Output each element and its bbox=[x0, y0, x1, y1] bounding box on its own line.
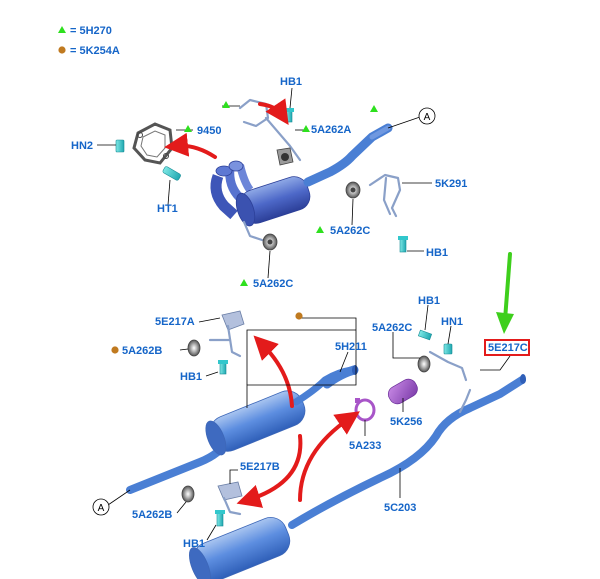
label-9450: 9450 bbox=[197, 125, 221, 137]
label-5c203: 5C203 bbox=[384, 502, 416, 514]
label-hb1-top: HB1 bbox=[280, 76, 302, 88]
red-arrow-to-gasket bbox=[164, 132, 217, 159]
svg-text:A: A bbox=[98, 503, 105, 514]
bracket-5e217b bbox=[217, 481, 243, 516]
label-5a233: 5A233 bbox=[349, 440, 381, 452]
label-5a262b-top: 5A262B bbox=[122, 345, 162, 357]
triangle-marker-9450 bbox=[184, 125, 192, 132]
clamp-5a233 bbox=[354, 398, 376, 422]
bracket-5k291 bbox=[368, 173, 402, 218]
insulator-5a262c-lower bbox=[262, 233, 278, 251]
bolt-hb1-left bbox=[218, 360, 228, 375]
svg-text:A: A bbox=[424, 112, 431, 123]
legend-label-5h270: = 5H270 bbox=[70, 25, 112, 37]
label-5e217b: 5E217B bbox=[240, 461, 280, 473]
triangle-marker-upper-2 bbox=[370, 105, 378, 112]
upper-leader-lines bbox=[97, 87, 432, 279]
label-5h211: 5H211 bbox=[335, 341, 367, 353]
tailpipe-5c203 bbox=[288, 374, 526, 529]
sleeve-5k256 bbox=[387, 378, 418, 405]
green-triangle-marker bbox=[58, 26, 66, 33]
label-ht1: HT1 bbox=[157, 203, 178, 215]
nut-hn1 bbox=[443, 343, 453, 355]
rear-muffler-lower bbox=[189, 517, 291, 579]
gasket-9450 bbox=[132, 122, 174, 165]
insulator-5a262c-upper bbox=[345, 181, 361, 199]
label-hb1-mid: HB1 bbox=[418, 295, 440, 307]
circle-marker-5a262b bbox=[111, 346, 119, 354]
insulator-5a262b-top bbox=[187, 339, 201, 357]
triangle-marker-upper-1 bbox=[222, 101, 230, 108]
stud-ht1 bbox=[162, 166, 181, 181]
brown-circle-marker bbox=[58, 46, 66, 54]
bracket-5e217c bbox=[428, 350, 468, 382]
label-hb1-bottom: HB1 bbox=[183, 538, 205, 550]
connector-a-top: A bbox=[418, 107, 436, 125]
label-hb1-left: HB1 bbox=[180, 371, 202, 383]
insulator-5a262a bbox=[276, 147, 294, 166]
label-hn1: HN1 bbox=[441, 316, 463, 328]
catalytic-converter-5h270 bbox=[210, 123, 393, 242]
green-arrow-indicator bbox=[496, 252, 514, 334]
bolt-hb1-upper-right bbox=[398, 236, 408, 253]
red-arrow-to-clamp bbox=[298, 411, 360, 502]
label-5a262c-lower: 5A262C bbox=[253, 278, 293, 290]
bolt-hb1-bottom bbox=[215, 510, 225, 527]
bolt-hb1-top bbox=[284, 108, 294, 123]
red-arrow-to-bolt bbox=[258, 98, 289, 125]
label-5e217a: 5E217A bbox=[155, 316, 195, 328]
label-5a262c-upper: 5A262C bbox=[330, 225, 370, 237]
red-arrow-to-5e217a bbox=[253, 335, 294, 408]
label-5a262c-mid: 5A262C bbox=[372, 322, 412, 334]
label-5k256: 5K256 bbox=[390, 416, 422, 428]
highlighted-label-5e217c: 5E217C bbox=[484, 339, 530, 356]
label-5k291: 5K291 bbox=[435, 178, 467, 190]
label-5a262b-bottom: 5A262B bbox=[132, 509, 172, 521]
connector-a-bottom: A bbox=[92, 498, 110, 516]
lower-leader-lines bbox=[107, 304, 511, 541]
bracket-5e217a bbox=[208, 310, 245, 358]
label-5a262a: 5A262A bbox=[311, 124, 351, 136]
red-arrow-to-5e217b bbox=[236, 434, 303, 508]
nut-hn2 bbox=[115, 139, 125, 153]
legend-label-5k254a: = 5K254A bbox=[70, 45, 120, 57]
label-5e217c: 5E217C bbox=[488, 342, 528, 354]
legend: = 5H270 = 5K254A bbox=[58, 25, 120, 57]
triangle-marker-5a262c-lower bbox=[240, 279, 248, 286]
triangle-marker-5a262c-upper bbox=[316, 226, 324, 233]
insulator-5a262b-bottom bbox=[181, 485, 195, 503]
bolt-hb1-mid bbox=[417, 329, 433, 341]
pipe-5h211 bbox=[322, 365, 359, 389]
insulator-5a262c-mid bbox=[417, 355, 431, 373]
triangle-marker-5a262a bbox=[302, 125, 310, 132]
label-hb1-upper-right: HB1 bbox=[426, 247, 448, 259]
circle-marker-5k254a-top bbox=[295, 312, 303, 320]
label-hn2: HN2 bbox=[71, 140, 93, 152]
